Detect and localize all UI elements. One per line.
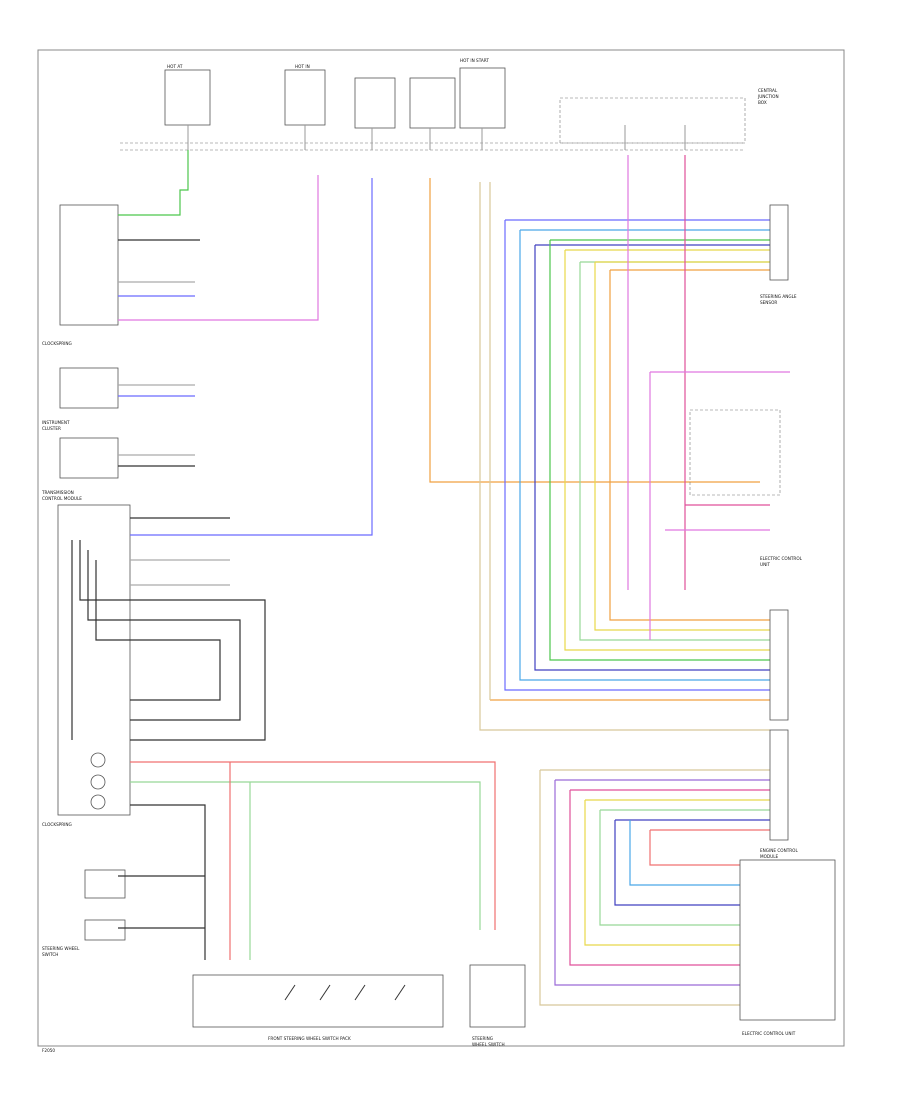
front-steering-wheel-switch-pack: FRONT STEERING WHEEL SWITCH PACK STEERIN… (192, 964, 526, 1047)
svg-text:STEERING ANGLE: STEERING ANGLE (760, 294, 797, 299)
svg-text:HOT IN: HOT IN (295, 64, 310, 69)
svg-text:INSTRUMENT: INSTRUMENT (42, 420, 70, 425)
svg-text:MODULE: MODULE (760, 854, 779, 859)
svg-text:SWITCH: SWITCH (42, 952, 58, 957)
svg-text:CENTRAL: CENTRAL (758, 88, 778, 93)
bottom-caption: FRONT STEERING WHEEL SWITCH PACK (268, 1036, 351, 1041)
diagram-border (37, 49, 845, 1047)
svg-text:CLUSTER: CLUSTER (42, 426, 61, 431)
svg-text:ELECTRIC CONTROL: ELECTRIC CONTROL (760, 556, 803, 561)
svg-text:CLOCKSPRING: CLOCKSPRING (42, 341, 72, 346)
svg-text:JUNCTION: JUNCTION (757, 94, 779, 99)
svg-text:STEERING WHEEL: STEERING WHEEL (42, 946, 80, 951)
right-connectors: STEERING ANGLE SENSOR ELECTRIC CONTROL U… (689, 204, 836, 1036)
svg-text:SENSOR: SENSOR (760, 300, 777, 305)
svg-text:STEERING: STEERING (472, 1036, 493, 1041)
fuse-label-left: HOT AT (167, 64, 183, 69)
wires (71, 150, 790, 1006)
power-distribution: HOT AT HOT IN HOT IN START CENTRAL JUNCT… (120, 58, 779, 151)
svg-text:UNIT: UNIT (760, 562, 770, 567)
svg-text:WHEEL SWITCH: WHEEL SWITCH (472, 1042, 505, 1047)
svg-text:BOX: BOX (758, 100, 767, 105)
svg-text:TRANSMISSION: TRANSMISSION (41, 490, 74, 495)
svg-text:CONTROL MODULE: CONTROL MODULE (42, 496, 82, 501)
svg-text:ELECTRIC CONTROL UNIT: ELECTRIC CONTROL UNIT (742, 1031, 796, 1036)
svg-text:ENGINE CONTROL: ENGINE CONTROL (760, 848, 798, 853)
page-marker: F2050 (42, 1048, 55, 1053)
left-modules: CLOCKSPRING INSTRUMENT CLUSTER TRANSMISS… (41, 204, 131, 957)
svg-text:HOT IN START: HOT IN START (460, 58, 489, 63)
svg-text:CLOCKSPRING: CLOCKSPRING (42, 822, 72, 827)
